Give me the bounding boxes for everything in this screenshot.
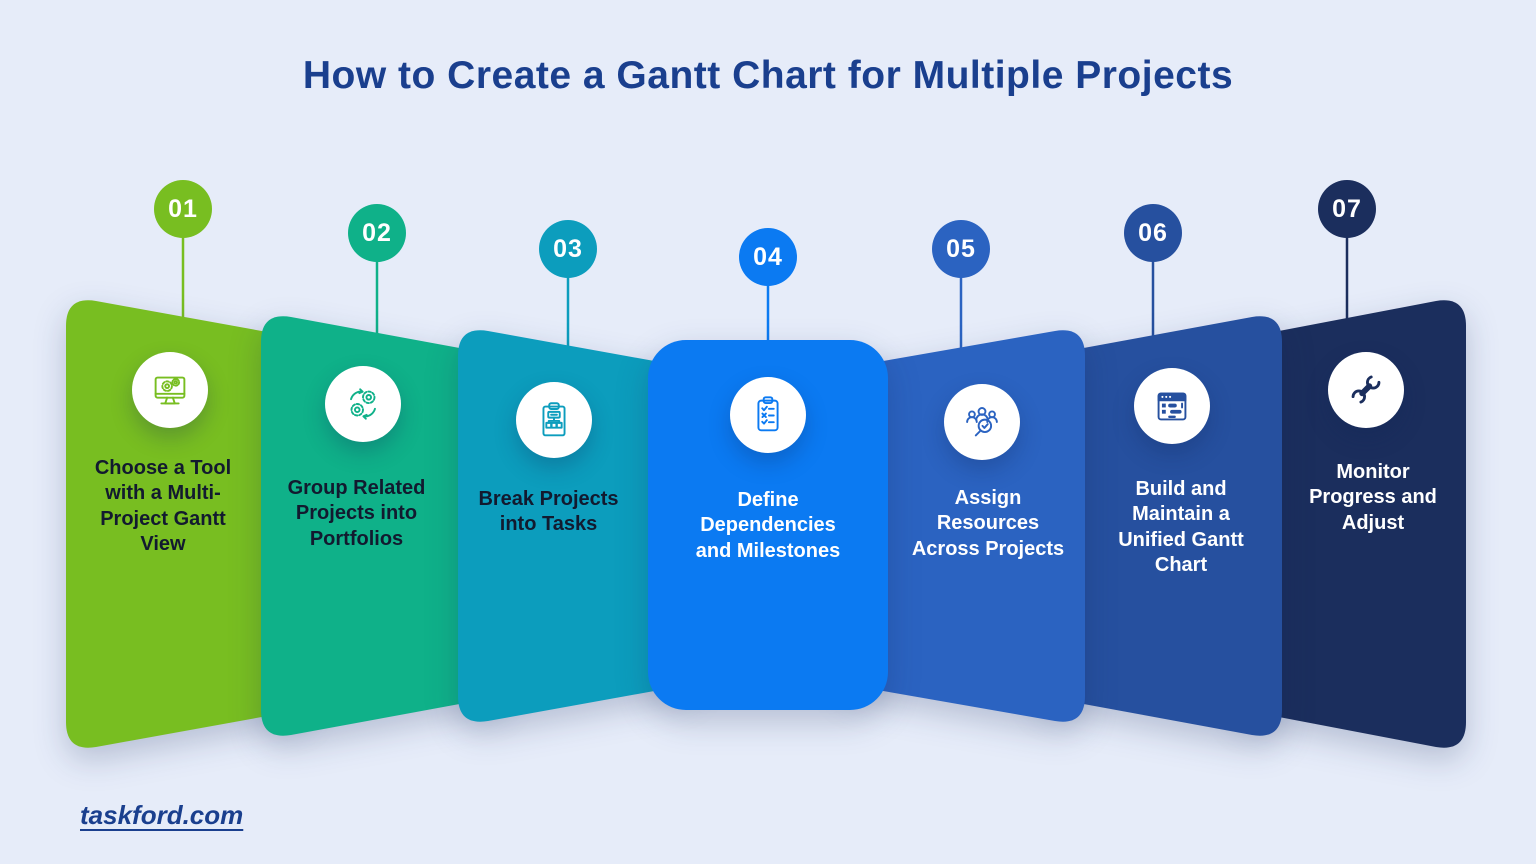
- step-6-card: [1040, 316, 1282, 736]
- step-7-number: 07: [1332, 194, 1362, 223]
- step-3-icon-circle: [516, 382, 592, 458]
- page-title: How to Create a Gantt Chart for Multiple…: [302, 54, 1234, 97]
- step-7-icon-circle: [1328, 352, 1404, 428]
- step-2-number: 02: [362, 218, 392, 247]
- step-4-badge: 04: [739, 228, 797, 286]
- step-2-card: [261, 316, 503, 736]
- step-6-badge: 06: [1124, 204, 1182, 262]
- step-5-badge: 05: [932, 220, 990, 278]
- step-2-label: Group Related Projects into Portfolios: [287, 477, 426, 550]
- step-7-label: Monitor Progress and Adjust: [1309, 461, 1437, 534]
- step-6-label: Build and Maintain a Unified Gantt Chart: [1118, 478, 1244, 577]
- step-7-card: [1237, 300, 1466, 748]
- gantt-board-icon: [1157, 392, 1187, 421]
- step-1-icon-circle: [132, 352, 208, 428]
- step-1-badge: 01: [154, 180, 212, 238]
- step-3-label: Break Projects into Tasks: [478, 488, 619, 536]
- clipboard-hierarchy-icon: [542, 402, 566, 437]
- step-1-number: 01: [168, 194, 198, 223]
- monitor-gears-icon: [154, 376, 186, 405]
- step-5-label: Assign Resources Across Projects: [911, 487, 1065, 560]
- step-1-card: [66, 300, 306, 748]
- step-3-badge: 03: [539, 220, 597, 278]
- step-4-number: 04: [753, 242, 783, 271]
- step-3-number: 03: [553, 234, 583, 263]
- step-5-card: [843, 330, 1085, 722]
- step-5-icon-circle: [944, 384, 1020, 460]
- step-7-badge: 07: [1318, 180, 1376, 238]
- step-4-label: Define Dependencies and Milestones: [695, 489, 841, 562]
- step-6-number: 06: [1138, 218, 1168, 247]
- step-5-number: 05: [946, 234, 976, 263]
- step-2-badge: 02: [348, 204, 406, 262]
- clipboard-checklist-icon: [757, 396, 779, 432]
- wrench-icon: [1351, 375, 1381, 404]
- website-link[interactable]: taskford.com: [80, 800, 244, 830]
- step-1-label: Choose a Tool with a Multi-Project Gantt…: [94, 457, 232, 556]
- step-4-card: [648, 340, 888, 710]
- team-search-icon: [966, 407, 998, 437]
- step-4-icon-circle: [730, 377, 806, 453]
- step-6-icon-circle: [1134, 368, 1210, 444]
- step-2-icon-circle: [325, 366, 401, 442]
- sync-gears-icon: [350, 388, 376, 420]
